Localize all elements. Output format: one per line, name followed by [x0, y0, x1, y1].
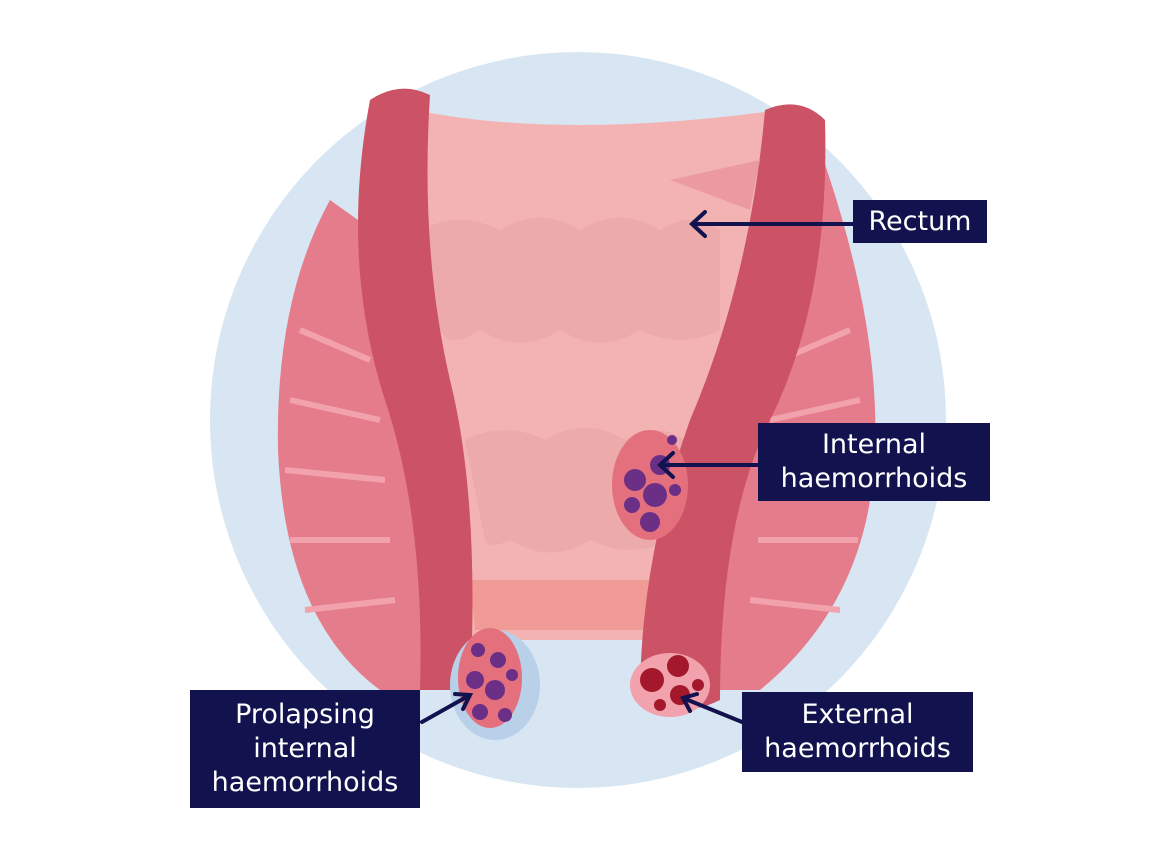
internal-arrow — [657, 451, 760, 479]
anal-columns — [470, 580, 655, 630]
pointer-arrows — [420, 210, 855, 724]
external-label-line1: External — [801, 699, 914, 730]
rectum-folds — [420, 217, 720, 343]
right-rectal-wall — [640, 104, 826, 710]
left-rectal-wall — [358, 88, 473, 691]
internal-haemorrhoids-cluster — [612, 430, 688, 540]
prolapsing-label-line3: haemorrhoids — [211, 767, 399, 798]
prolapsing-arrow — [420, 692, 474, 724]
rectum-arrow — [689, 210, 855, 238]
prolapsing-haemorrhoids-label: Prolapsing internal haemorrhoids — [190, 690, 420, 808]
rectum-fold-flap — [670, 160, 760, 210]
prolapsing-label-line2: internal — [253, 733, 357, 764]
internal-label-line2: haemorrhoids — [780, 463, 968, 494]
rectum-label: Rectum — [853, 200, 987, 243]
external-haemorrhoids-cluster — [630, 653, 710, 717]
internal-haemorrhoids-label: Internal haemorrhoids — [758, 423, 990, 501]
external-haemorrhoids-label: External haemorrhoids — [742, 692, 973, 772]
prolapsing-haemorrhoids-cluster — [450, 628, 540, 740]
internal-label-line1: Internal — [821, 429, 927, 460]
prolapsing-label-line1: Prolapsing — [235, 699, 375, 730]
external-label-line2: haemorrhoids — [764, 733, 951, 764]
left-muscle-fibres — [284, 327, 396, 613]
external-arrow — [680, 692, 744, 724]
rectum-label-text: Rectum — [868, 205, 972, 237]
